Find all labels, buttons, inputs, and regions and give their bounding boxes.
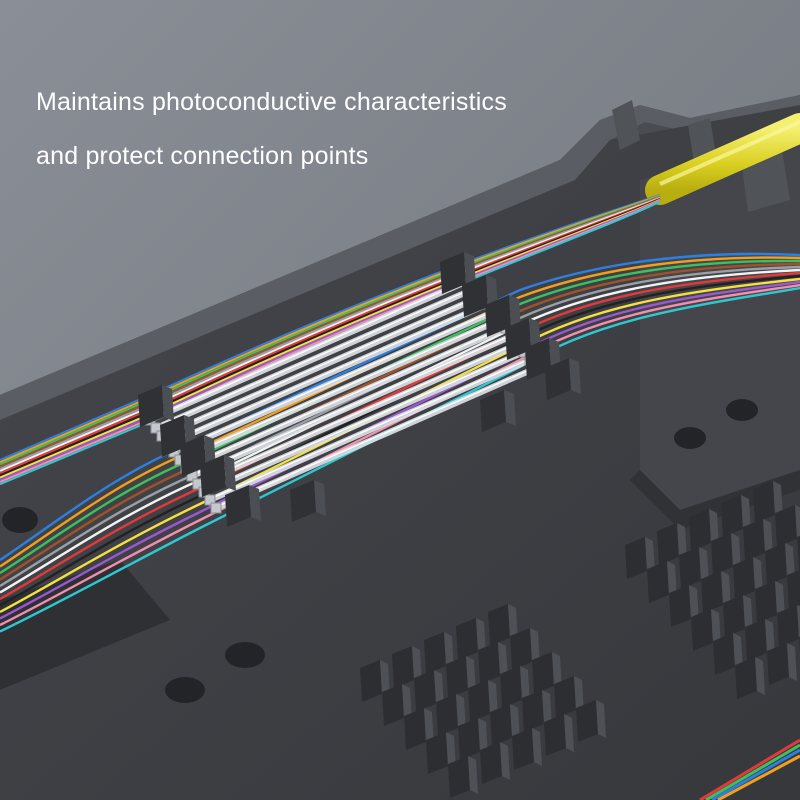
comb-tooth <box>382 684 412 726</box>
comb-tooth <box>733 557 763 599</box>
comb-tooth <box>478 642 508 684</box>
comb-tooth <box>713 633 743 675</box>
comb-tooth <box>721 495 751 537</box>
mounting-hole <box>225 642 265 668</box>
comb-tooth <box>512 728 542 770</box>
sleeve-holder <box>485 295 521 337</box>
sleeve-holders <box>138 252 581 527</box>
comb-tooth <box>689 509 719 551</box>
comb-tooth <box>510 628 540 670</box>
splice-sleeves <box>144 274 542 514</box>
comb-tooth <box>404 708 434 750</box>
comb-tooth <box>554 676 584 718</box>
tray-clip <box>612 100 640 150</box>
comb-tooth <box>679 547 709 589</box>
tray-left-wall <box>0 560 170 690</box>
comb-tooth <box>522 690 552 732</box>
comb-tooth <box>544 714 574 756</box>
mounting-hole <box>2 507 38 533</box>
comb-tooth <box>691 609 721 651</box>
comb-tooth <box>426 732 456 774</box>
comb-tooth <box>468 680 498 722</box>
sleeve-holder <box>440 252 476 294</box>
sleeve-holder <box>138 385 174 427</box>
comb-tooth <box>446 656 476 698</box>
fiber-strand <box>0 259 800 575</box>
fiber-strand <box>0 262 800 581</box>
comb-tooth <box>490 704 520 746</box>
mounting-hole <box>165 677 205 703</box>
comb-tooth <box>647 561 677 603</box>
comb-tooth <box>701 571 731 613</box>
mounting-hole <box>726 399 758 421</box>
comb-tooth <box>657 523 687 565</box>
comb-tooth <box>360 660 390 702</box>
comb-tooth <box>392 646 422 688</box>
caption-line-2: and protect connection points <box>36 142 369 170</box>
fiber-strand <box>0 252 800 561</box>
tray-right-panel-edge <box>630 470 800 530</box>
mounting-hole <box>674 427 706 449</box>
yellow-cable <box>645 113 800 205</box>
comb-tooth <box>500 666 530 708</box>
comb-tooth <box>456 618 486 660</box>
comb-tooth <box>480 742 510 784</box>
sleeve-holder <box>545 358 581 400</box>
comb-tooth <box>745 619 775 661</box>
comb-tooth <box>488 604 518 646</box>
sleeve-holder <box>200 455 236 497</box>
comb-tooth <box>787 569 800 609</box>
comb-tooth <box>576 700 606 742</box>
comb-tooth <box>753 481 783 523</box>
comb-tooth <box>723 595 753 637</box>
comb-tooth <box>625 537 655 579</box>
sleeve-holder <box>225 485 261 527</box>
comb-tooth <box>669 585 699 627</box>
comb-tooth <box>414 670 444 712</box>
fiber-strand <box>0 283 800 627</box>
fiber-strand <box>0 256 800 568</box>
comb-tooth <box>777 605 800 647</box>
comb-tooth <box>711 533 741 575</box>
comb-tooth <box>458 718 488 760</box>
comb-tooth <box>448 756 478 798</box>
splice-combs <box>360 481 800 798</box>
comb-tooth <box>436 694 466 736</box>
caption-line-1: Maintains photoconductive characteristic… <box>36 88 507 116</box>
sleeve-holder <box>290 480 326 522</box>
comb-tooth <box>767 643 797 685</box>
comb-tooth <box>743 519 773 561</box>
comb-tooth <box>755 581 785 623</box>
tray-clip <box>688 118 716 162</box>
comb-tooth <box>765 543 795 585</box>
sleeve-holder <box>480 390 516 432</box>
comb-tooth <box>735 657 765 699</box>
tray-right-panel <box>640 140 800 510</box>
fiber-ribbon-corner <box>699 738 800 800</box>
comb-tooth <box>775 505 800 547</box>
comb-tooth <box>797 535 800 571</box>
comb-tooth <box>424 632 454 674</box>
comb-tooth <box>532 652 562 694</box>
